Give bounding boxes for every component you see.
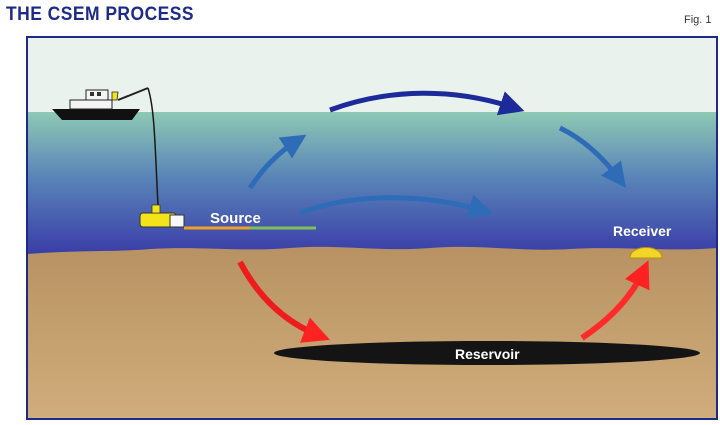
survey-ship-icon [52,87,149,120]
reservoir-body [274,341,700,365]
reservoir-label: Reservoir [455,346,520,362]
em-arrow-up-to-receiver [580,260,650,341]
em-arrow-surface-arc [329,90,525,116]
em-arrow-source-upward [247,134,307,190]
receiver-label: Receiver [613,223,672,239]
em-arrow-direct-water [299,194,494,219]
em-source-towfish-icon [139,204,316,230]
figure-label: Fig. 1 [684,14,712,26]
tow-cable [147,87,159,206]
source-label: Source [210,210,261,227]
seabed [27,246,717,419]
diagram-title: THE CSEM PROCESS [6,4,195,25]
em-arrow-down-to-reservoir [237,260,331,343]
seafloor-receiver-icon [629,247,663,259]
em-arrow-surface-descend [558,125,627,188]
panel-border [26,36,718,420]
